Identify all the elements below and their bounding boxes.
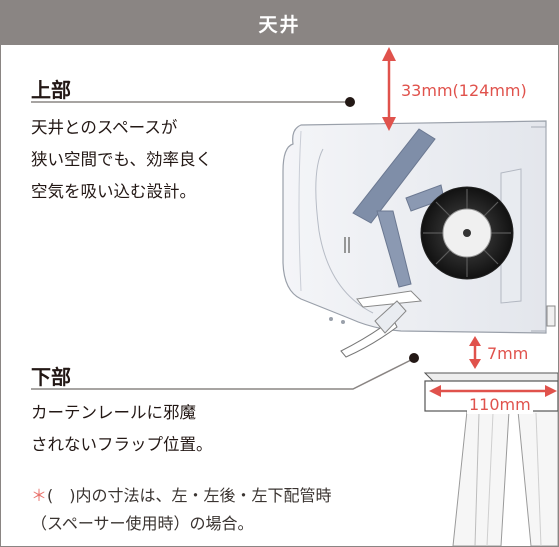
bottom-clearance-label: 7mm: [487, 344, 529, 363]
top-clearance-label: 33mm(124mm): [401, 81, 527, 100]
upper-description: 天井とのスペースが 狭い空間でも、効率良く 空気を吸い込む設計。: [31, 118, 213, 201]
curtain-left: [452, 410, 510, 546]
rail-depth-arrow: [429, 385, 557, 397]
ceiling-label: 天井: [258, 13, 301, 36]
upper-leader-dot: [345, 97, 355, 107]
lower-leader-dot: [409, 353, 419, 363]
top-clearance-arrow: [382, 47, 396, 131]
bottom-clearance-arrow: [469, 336, 481, 369]
rail-depth-label: 110mm: [467, 395, 533, 414]
lower-leader-line: [31, 358, 414, 390]
ac-unit: [282, 120, 556, 358]
ceiling-band: 天井: [1, 1, 558, 45]
curtain-right: [517, 410, 558, 546]
footnote-text: ( )内の寸法は、左・左後・左下配管時 （スペーサー使用時）の場合。: [31, 486, 332, 533]
upper-heading: 上部: [31, 78, 71, 102]
lower-description: カーテンレールに邪魔 されないフラップ位置。: [31, 403, 213, 454]
footnote-asterisk: ＊: [31, 486, 48, 505]
footnote: ＊( )内の寸法は、左・左後・左下配管時 （スペーサー使用時）の場合。: [31, 482, 332, 538]
lower-heading: 下部: [31, 365, 71, 389]
